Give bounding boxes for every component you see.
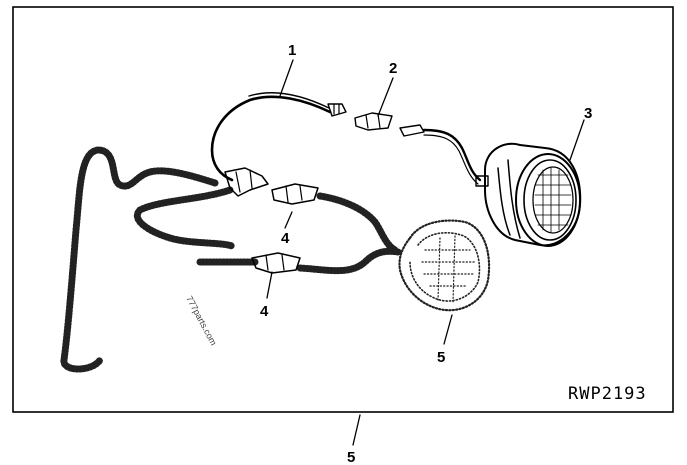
callout-5-bottom: 5 [347, 449, 355, 465]
callout-4-lower: 4 [260, 303, 269, 320]
connector-2 [354, 112, 425, 137]
phantom-harness [60, 146, 402, 373]
callout-3: 3 [584, 105, 592, 122]
wire-harness-1 [210, 92, 332, 182]
wire-to-lamp [422, 128, 482, 182]
connector-1 [327, 103, 347, 117]
callout-1: 1 [288, 42, 296, 59]
diagram-frame [12, 6, 674, 413]
callout-5-lamp: 5 [437, 349, 445, 366]
callout-4-upper: 4 [281, 230, 290, 247]
leader-lines [266, 59, 585, 446]
connector-4-lower [251, 252, 301, 274]
headlamp-3 [475, 142, 582, 247]
tail-lamp-5 [398, 219, 491, 312]
connector-4-upper [271, 183, 319, 205]
callout-2: 2 [389, 60, 397, 77]
harness-junction [224, 167, 269, 197]
figure-code: RWP2193 [568, 384, 647, 404]
watermark-text: 777parts.com [184, 294, 218, 347]
wire-to-lamp-edge [423, 134, 479, 185]
